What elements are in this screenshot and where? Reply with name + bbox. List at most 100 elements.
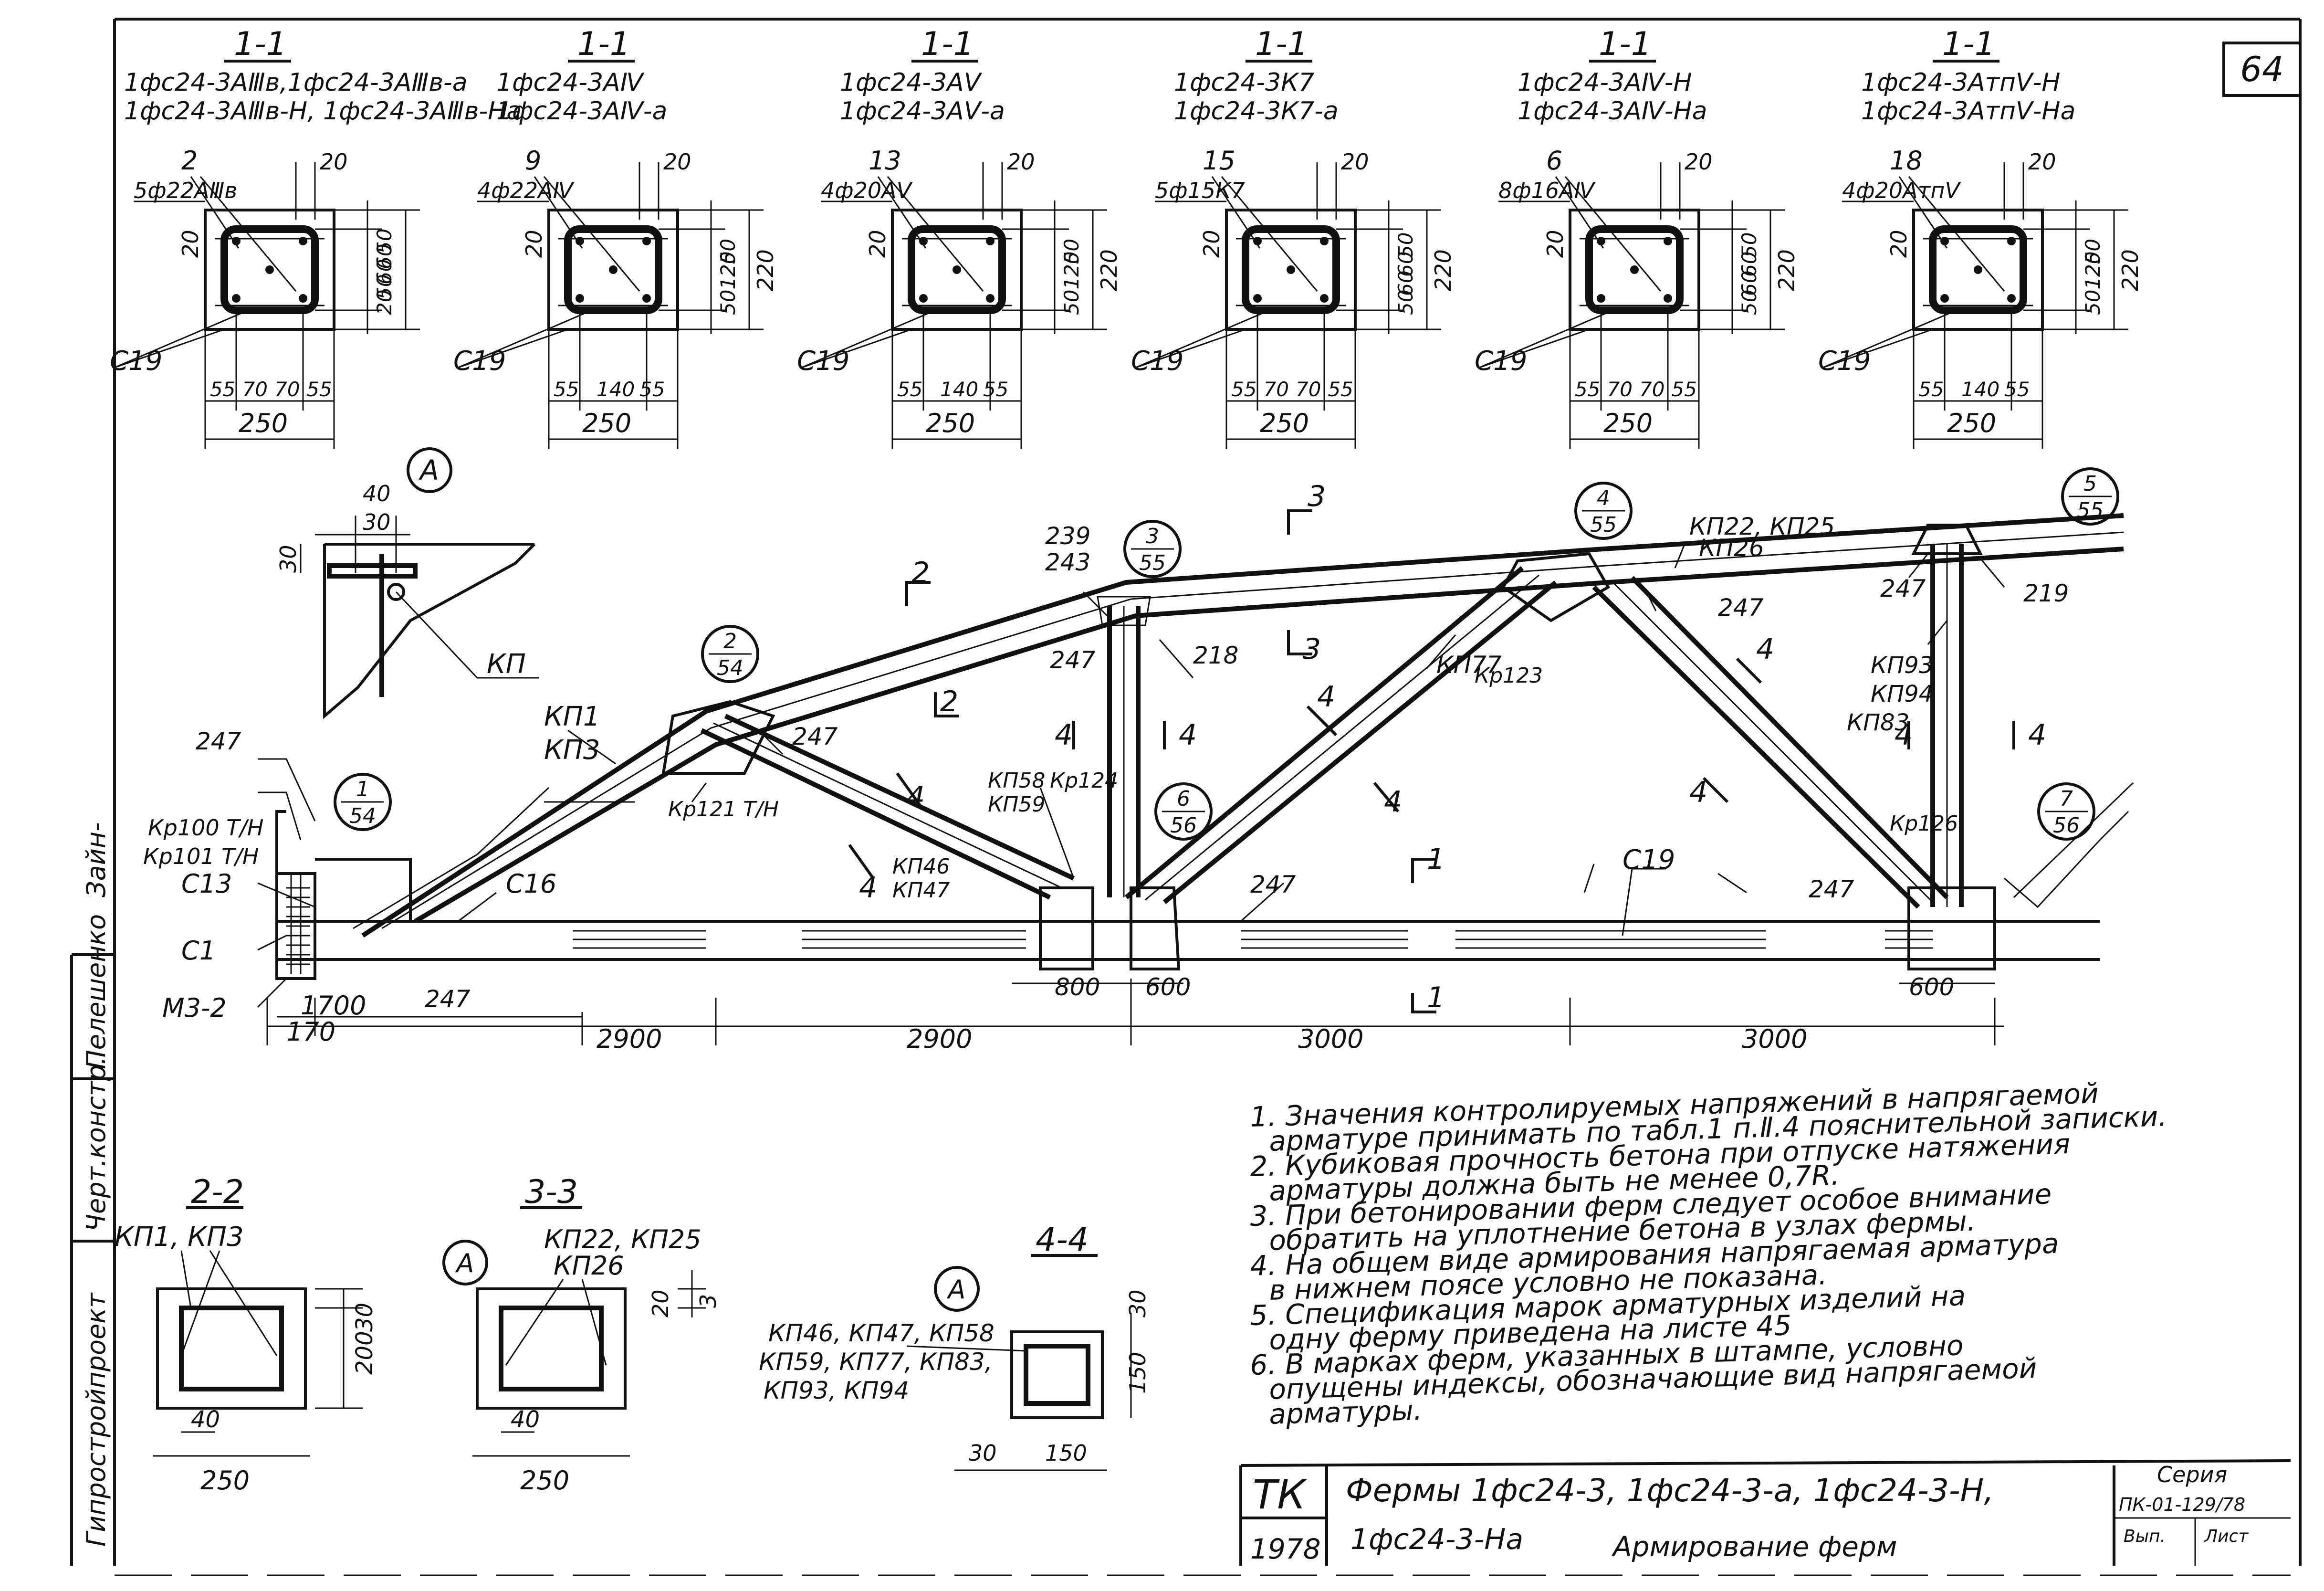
page-number-box: 64 [2222, 42, 2302, 97]
section-dim-v: 60 [1738, 271, 1761, 296]
section-dim-h: 70 [1264, 378, 1289, 401]
notes-block: 1. Значения контролируемых напряжений в … [1249, 1077, 2167, 1431]
page-number: 64 [2240, 49, 2284, 89]
section-2-2-dim-40: 40 [191, 1406, 220, 1433]
section-dim-h: 140 [597, 378, 635, 401]
section-dim-v: 50 [716, 290, 740, 315]
truss-label-n243: 243 [1045, 548, 1090, 576]
node-mark-bottom: 54 [717, 656, 743, 680]
section-width: 250 [926, 408, 975, 438]
truss-label-c1: С1 [181, 936, 216, 966]
section-mark-1: 1фс24-3АтпⅤ-Н [1861, 68, 2060, 97]
sections-1-1-row: 1-11фс24-3АⅢв,1фс24-3АⅢв-а1фс24-3АⅢв-Н, … [110, 25, 2143, 449]
section-4-4-marks-3: КП93, КП94 [764, 1377, 909, 1404]
truss-label-kp3: КП3 [544, 735, 600, 766]
section-height: 220 [1096, 249, 1122, 291]
truss-label-n219: 219 [2023, 580, 2069, 607]
section-clamp: С19 [110, 346, 162, 377]
section-4-4-title: 4-4 [1036, 1221, 1089, 1259]
truss-label-kr100: Кр100 Т/Н [148, 815, 263, 841]
section-mark-2: 1фс24-3АтпⅤ-На [1861, 97, 2075, 126]
truss-label-c19: С19 [1623, 844, 1675, 875]
section-2-2: 2-2 КП1, КП3 30 200 40 250 [115, 1173, 378, 1496]
section-mark-2: 1фс24-3АⅣ-а [496, 97, 667, 126]
section-title: 1-1 [234, 25, 287, 63]
node-mark-5: 555 [2061, 467, 2119, 526]
dim-bottom: 2900 [907, 1024, 972, 1054]
stamp-vyp: Вып. [2124, 1527, 2166, 1546]
section-title: 1-1 [1599, 25, 1652, 63]
section-1-1-3: 1-11фс24-3АⅤ1фс24-3АⅤ-а134ф20АⅤС19202050… [797, 25, 1122, 449]
section-dim-v: 50 [2081, 290, 2104, 315]
section-mark-1: 1фс24-3К7 [1174, 68, 1314, 97]
truss-label-247: 247 [792, 723, 838, 750]
section-3-3-dim-40: 40 [511, 1406, 540, 1433]
section-bars: 4ф20АⅤ [821, 178, 913, 203]
section-clamp: С19 [1818, 346, 1871, 377]
section-cut-number: 4 [1055, 718, 1073, 752]
detail-a-dim-30: 30 [363, 509, 391, 535]
section-dim-v: 60 [1738, 252, 1761, 277]
node-mark-3: 355 [1123, 520, 1182, 578]
section-dim-h: 140 [940, 378, 978, 401]
section-2-2-marks: КП1, КП3 [115, 1222, 244, 1253]
section-3-3-marks2: КП26 [554, 1251, 624, 1281]
truss-label-m32: М3-2 [162, 993, 227, 1023]
section-height: 220 [1430, 249, 1456, 291]
truss-label-kp46: КП46 [892, 854, 950, 879]
section-dim-h: 55 [983, 378, 1008, 401]
section-4-4-marks-2: КП59, КП77, КП83, [759, 1348, 993, 1376]
dim-bottom: 3000 [1742, 1024, 1807, 1054]
section-dim-h: 140 [1961, 378, 1999, 401]
section-cut-number: 4 [1689, 776, 1707, 809]
truss-label-kp47: КП47 [892, 878, 950, 903]
section-bars: 4ф22АⅣ [477, 178, 575, 203]
dim-bottom: 1700 [301, 990, 366, 1021]
truss-label-n239: 239 [1045, 522, 1090, 550]
truss-label-c13: С13 [181, 869, 232, 899]
section-3-3-title: 3-3 [525, 1173, 578, 1211]
section-pos: 18 [1890, 146, 1923, 176]
node-mark-bottom: 54 [349, 804, 376, 828]
section-2-2-dim-200: 200 [351, 1331, 378, 1375]
truss-label-247: 247 [425, 985, 471, 1013]
section-4-4: 4-4 А КП46, КП47, КП58 КП59, КП77, КП83,… [759, 1221, 1151, 1471]
section-dim-h: 55 [1231, 378, 1256, 401]
section-cut-number: 4 [1895, 718, 1913, 752]
node-mark-top: 1 [356, 777, 369, 801]
section-3-3: 3-3 А КП22, КП25 КП26 20 3 40 250 [442, 1173, 721, 1496]
node-mark-bottom: 56 [1170, 813, 1197, 838]
stamp-year: 1978 [1250, 1533, 1321, 1565]
truss-label-kr101: Кр101 Т/Н [143, 843, 259, 869]
detail-a-label: КП [487, 649, 526, 680]
section-bars: 5ф15К7 [1155, 178, 1245, 203]
section-bars: 8ф16АⅣ [1498, 178, 1596, 203]
section-1-1-1: 1-11фс24-3АⅢв,1фс24-3АⅢв-а1фс24-3АⅢв-Н, … [110, 25, 522, 449]
section-top-dim: 20 [1685, 149, 1713, 175]
section-dim-h: 70 [1639, 378, 1664, 401]
dim-bottom: 170 [286, 1017, 335, 1047]
section-cover-dim: 20 [521, 230, 547, 258]
detail-a: А 40 30 30 КП [275, 447, 539, 719]
section-title: 1-1 [1942, 25, 1995, 63]
node-mark-top: 6 [1177, 787, 1190, 811]
section-dim-v: 50 [373, 229, 396, 254]
section-dim-h: 70 [1296, 378, 1321, 401]
section-height: 220 [2117, 249, 2143, 291]
section-title: 1-1 [921, 25, 974, 63]
section-title: 1-1 [1255, 25, 1308, 63]
section-dim-h: 55 [639, 378, 665, 401]
side-stamp-1: Черт.констр. [81, 1056, 111, 1232]
node-mark-2: 254 [701, 625, 759, 683]
side-stamp: Черт.констр. Пелешенко Зайн- Гипростройп… [70, 822, 115, 1566]
stamp-subtitle: Армирование ферм [1611, 1530, 1897, 1563]
section-bars: 5ф22АⅢв [134, 178, 237, 203]
section-3-3-dim-3: 3 [695, 1294, 721, 1308]
section-top-dim: 20 [1007, 149, 1035, 175]
section-4-4-marker: А [947, 1275, 966, 1305]
section-dim-v: 60 [373, 259, 396, 284]
section-dim-h: 55 [1672, 378, 1697, 401]
section-pos: 15 [1203, 146, 1235, 176]
dim-local: 600 [1145, 973, 1191, 1001]
